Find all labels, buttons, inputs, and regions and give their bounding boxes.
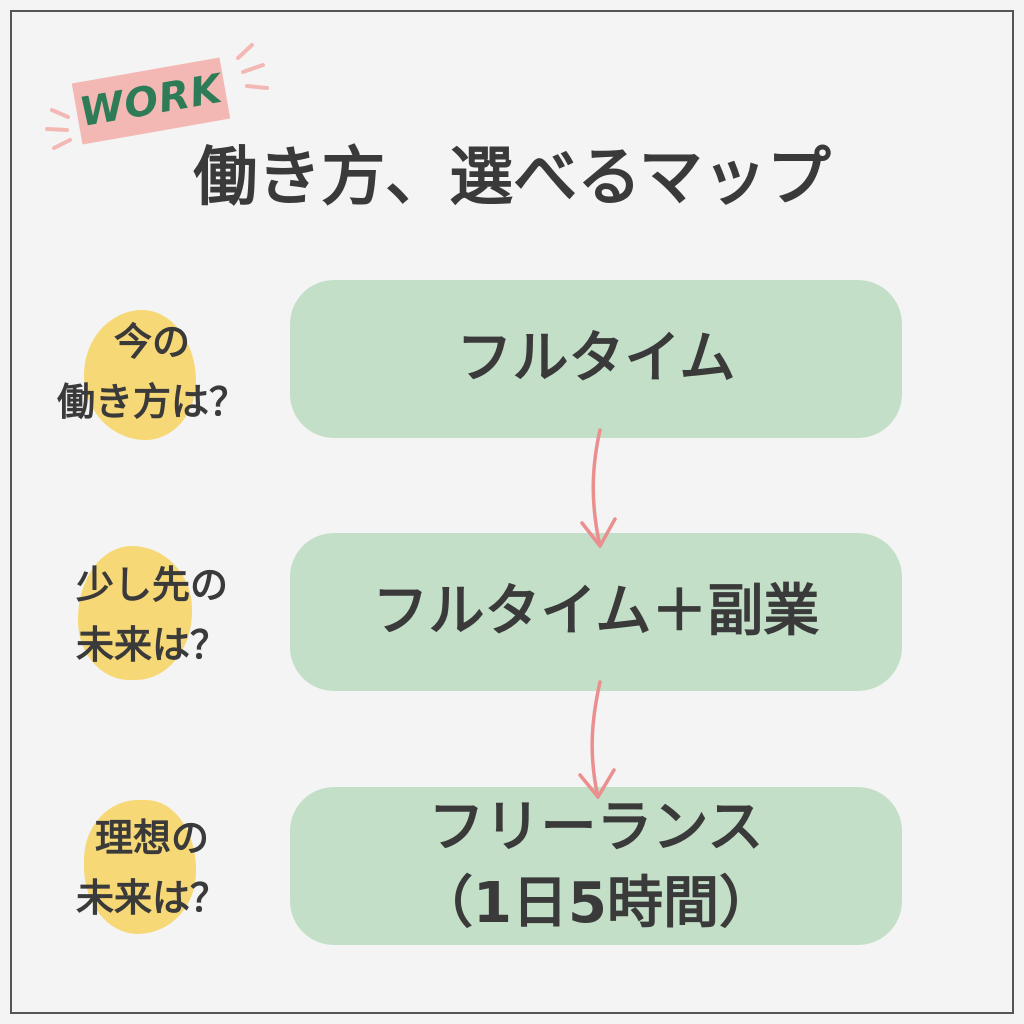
answer-line: フリーランス [428,795,764,860]
answer-line: （1日5時間） [417,871,775,936]
answer-box-ideal-future: フリーランス （1日5時間） [290,787,902,945]
question-label-ideal-future: 理想の 未来は？ [38,808,266,928]
question-bubble-ideal-future [84,800,196,934]
question-label-near-future: 少し先の 未来は？ [38,555,266,675]
question-line: 理想の [94,816,209,860]
question-bubble-near-future [78,546,192,680]
question-line: 未来は？ [75,623,228,667]
answer-line: フルタイム [456,326,736,391]
question-line: 今の [113,320,190,364]
question-line: 少し先の [75,563,228,607]
answer-box-current: フルタイム [290,280,902,438]
question-line: 未来は？ [75,876,228,920]
question-line: 働き方は？ [56,380,247,424]
question-label-current: 今の 働き方は？ [38,312,266,432]
page-title: 働き方、選べるマップ [193,141,831,215]
answer-box-near-future: フルタイム＋副業 [290,533,902,691]
answer-line: フルタイム＋副業 [372,579,820,644]
question-bubble-current [84,310,196,440]
page-frame [10,10,1014,1014]
